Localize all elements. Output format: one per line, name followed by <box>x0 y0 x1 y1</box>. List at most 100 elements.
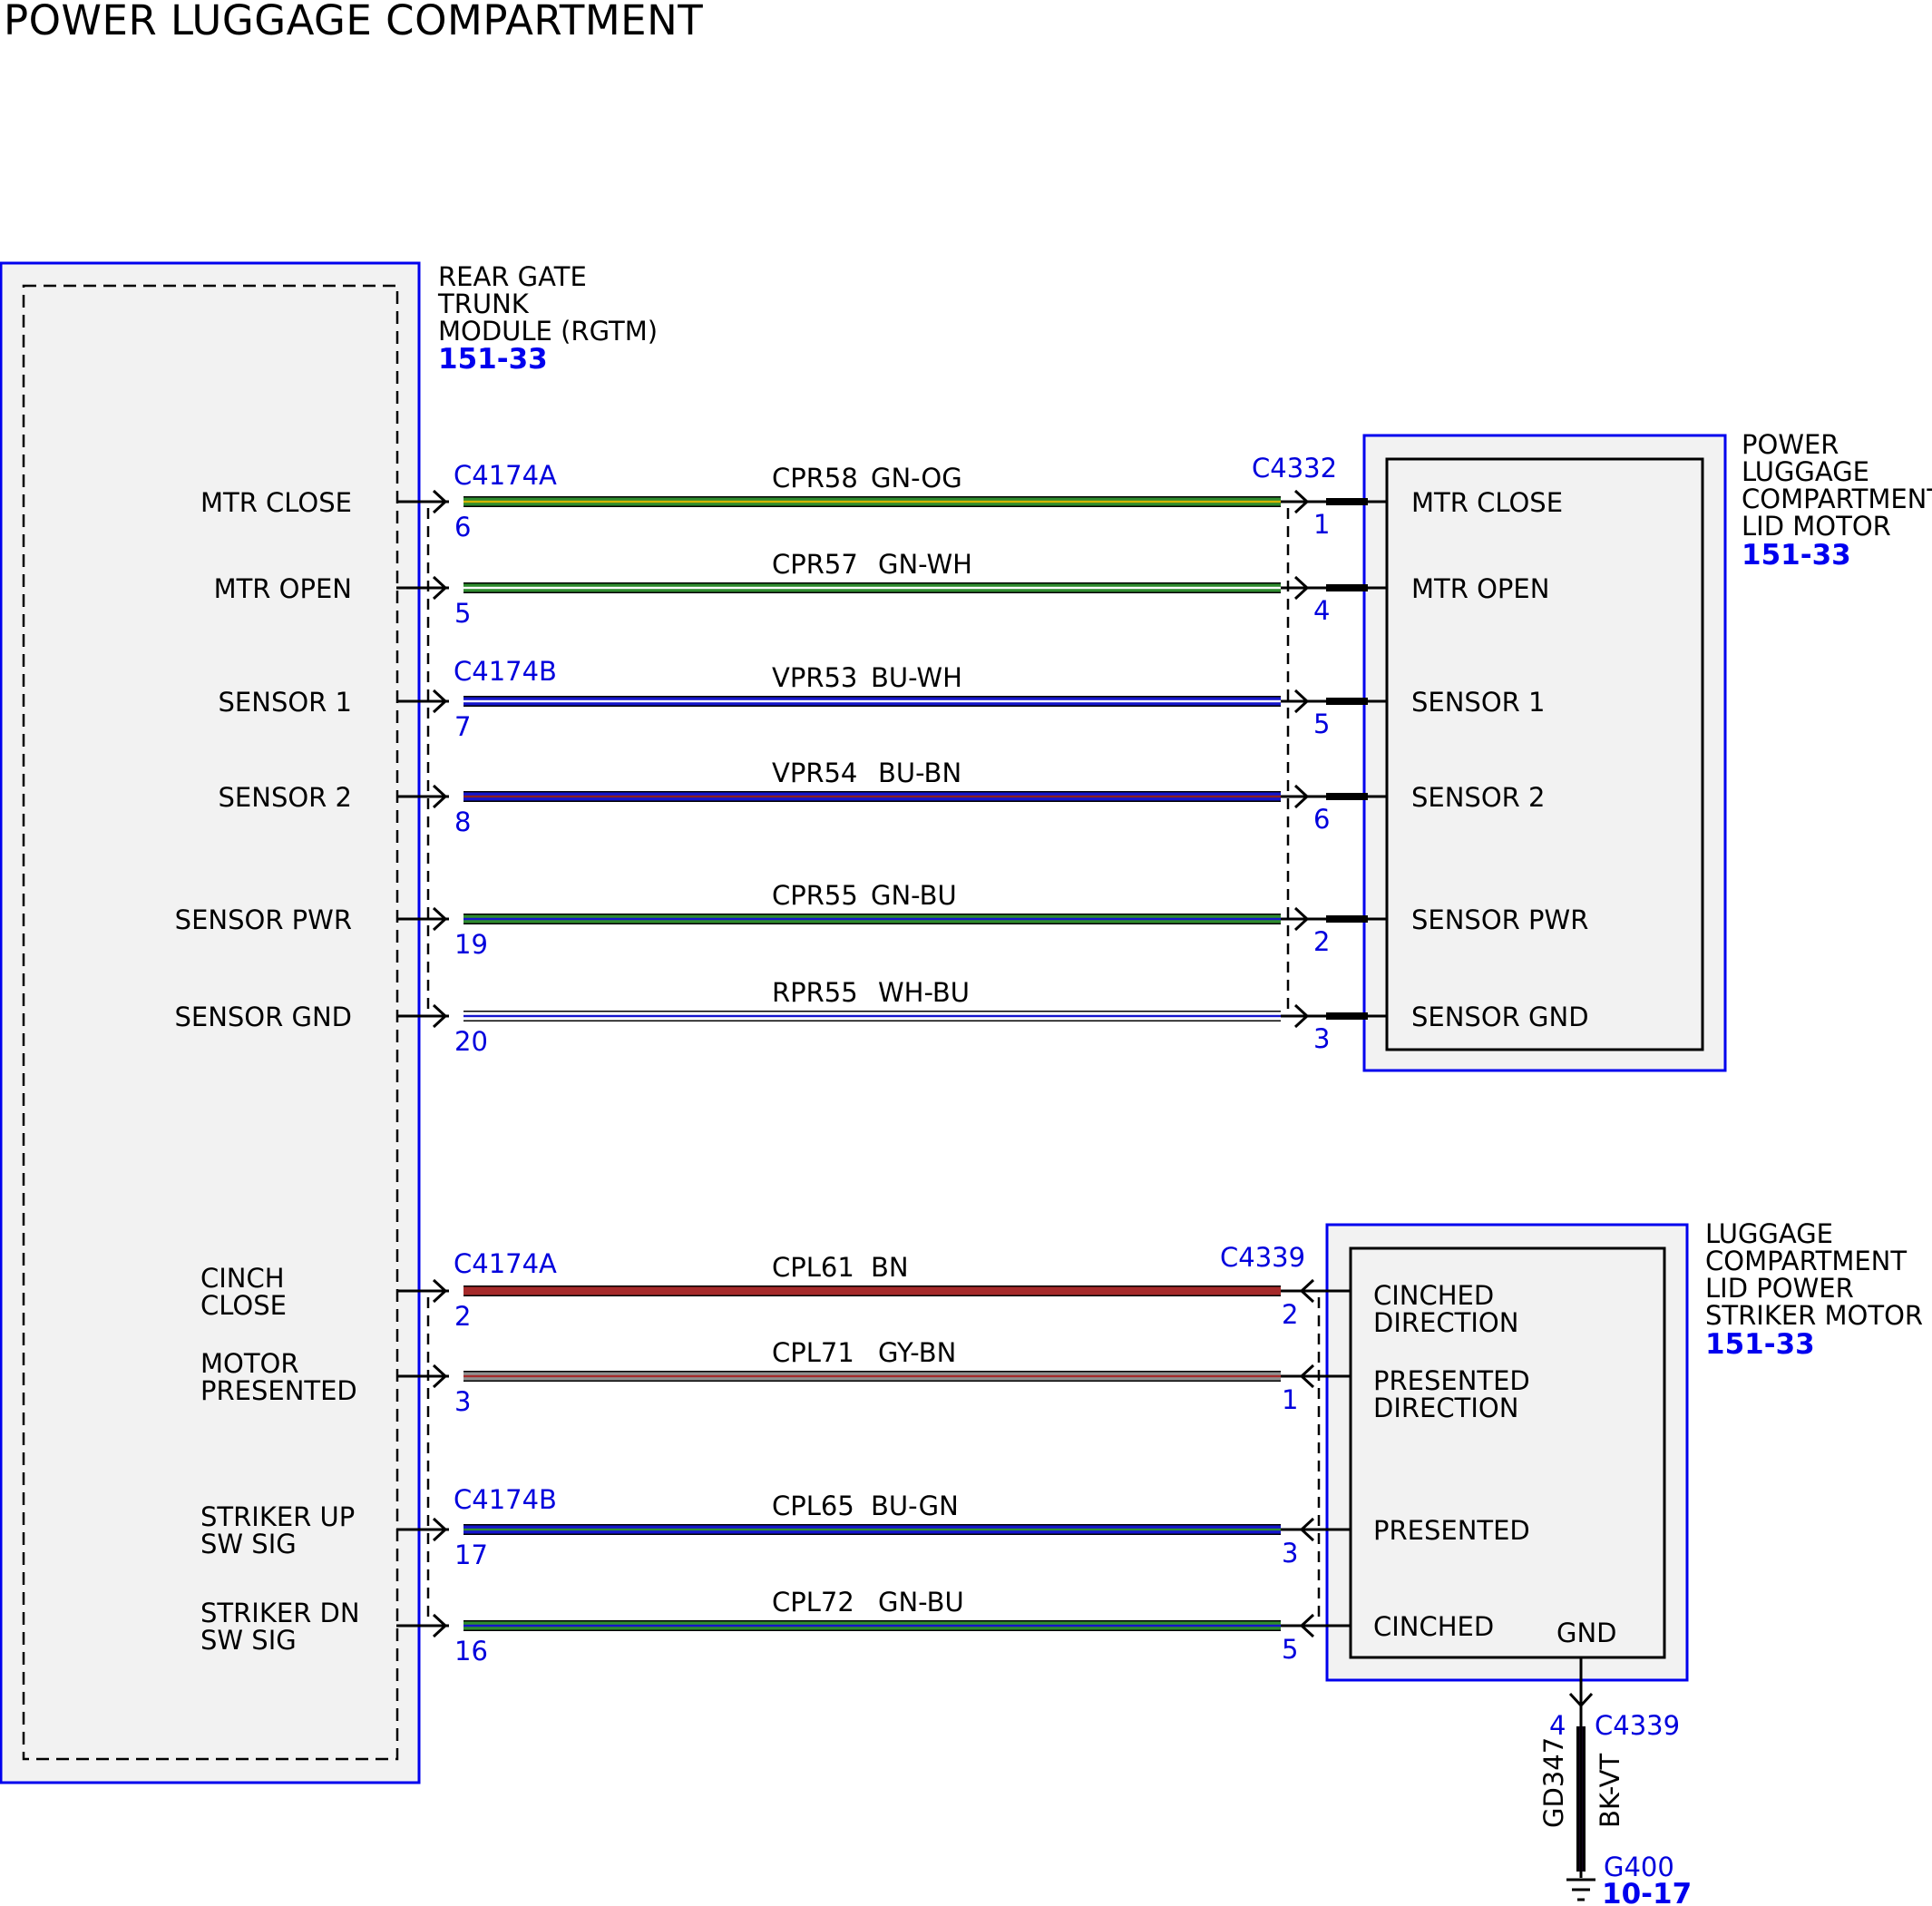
wire-9-left-connector-chevron <box>432 1613 448 1638</box>
wire-5-left-label: SENSOR GND <box>174 1002 352 1032</box>
rgtm-name-line-3: MODULE (RGTM) <box>438 316 658 347</box>
striker-ref-link[interactable]: 151-33 <box>1705 1328 1815 1361</box>
wire-0-left-label: MTR CLOSE <box>200 487 352 518</box>
wire-1-stripe-color <box>463 586 1281 590</box>
wire-8-right-pin: 3 <box>1282 1538 1298 1569</box>
wire-1-right-connector-chevron <box>1293 575 1310 601</box>
wire-0-right-pin: 1 <box>1313 509 1330 540</box>
motor-name-line-3: COMPARTMENT <box>1742 484 1932 514</box>
page-title: POWER LUGGAGE COMPARTMENT <box>4 0 704 44</box>
wire-5-right-label: SENSOR GND <box>1411 1002 1589 1032</box>
wire-9-circuit-number: CPL72 <box>772 1587 854 1618</box>
ground-id: G400 <box>1604 1852 1674 1882</box>
wire-5-right-pin-block <box>1326 1012 1368 1020</box>
motor-ref-link[interactable]: 151-33 <box>1742 539 1851 572</box>
wire-2-left-pin: 7 <box>454 711 471 742</box>
wire-2-left-label: SENSOR 1 <box>219 687 352 718</box>
wire-1-circuit-number: CPR57 <box>772 549 858 580</box>
wire-7-left-connector-chevron <box>432 1364 448 1389</box>
connector-bodies <box>426 508 1321 1624</box>
wire-2-circuit-number: VPR53 <box>772 662 857 693</box>
wire-1-color-code: GN-WH <box>878 549 972 580</box>
wire-2-right-label: SENSOR 1 <box>1411 687 1545 718</box>
wire-9-left-label-line-1: STRIKER DN <box>200 1598 360 1628</box>
wire-7-stripe-color <box>463 1374 1281 1378</box>
wire-7-left-label-line-2: PRESENTED <box>200 1375 357 1406</box>
wire-0-right-connector-chevron <box>1293 489 1310 514</box>
connector-c4174b-top: C4174B <box>454 656 557 687</box>
lid-motor-component[interactable] <box>1362 434 1727 1072</box>
wire-9-right-pin: 5 <box>1282 1634 1298 1665</box>
wire-6-right-label-line-2: DIRECTION <box>1373 1307 1518 1338</box>
wire-9-left-pin: 16 <box>454 1636 488 1667</box>
wire-8-circuit-number: CPL65 <box>772 1491 854 1521</box>
wire-8-left-label-line-2: SW SIG <box>200 1529 297 1559</box>
wire-0-right-label: MTR CLOSE <box>1411 487 1563 518</box>
wire-2-right-connector-chevron <box>1293 689 1310 714</box>
motor-name-line-4: LID MOTOR <box>1742 511 1891 542</box>
wire-1-left-label: MTR OPEN <box>214 573 352 604</box>
connector-names: C4174A C4174B C4332 C4174A C4174B C4339 <box>454 453 1337 1515</box>
rgtm-ref-link[interactable]: 151-33 <box>438 343 548 376</box>
wire-5-color-code: WH-BU <box>878 977 970 1008</box>
wire-4-color-code: GN-BU <box>871 880 957 911</box>
rgtm-module[interactable] <box>0 261 421 1784</box>
wire-1-left-pin: 5 <box>454 598 471 629</box>
wire-3-right-connector-chevron <box>1293 784 1310 809</box>
connector-c4174a-bottom: C4174A <box>454 1248 557 1279</box>
wire-2-color-code: BU-WH <box>871 662 962 693</box>
wire-6-left-label-line-1: CINCH <box>200 1263 285 1294</box>
wire-5-stripe-color <box>463 1014 1281 1018</box>
wire-8-left-label-line-1: STRIKER UP <box>200 1501 355 1532</box>
wire-8-right-connector-chevron <box>1299 1517 1315 1542</box>
wire-3-right-label: SENSOR 2 <box>1411 782 1545 813</box>
rgtm-name-line-2: TRUNK <box>437 288 530 319</box>
wire-2-stripe-color <box>463 699 1281 703</box>
wire-5-right-connector-chevron <box>1293 1003 1310 1029</box>
wire-7-right-connector-chevron <box>1299 1364 1315 1389</box>
wire-8-right-label: PRESENTED <box>1373 1515 1530 1546</box>
wire-0-right-pin-block <box>1326 498 1368 505</box>
striker-name-line-3: LID POWER <box>1705 1273 1854 1304</box>
connector-c4174b-bottom: C4174B <box>454 1484 557 1515</box>
wire-7-right-pin: 1 <box>1282 1384 1298 1415</box>
wire-4-left-label: SENSOR PWR <box>175 904 352 935</box>
striker-name-line-1: LUGGAGE <box>1705 1218 1833 1249</box>
wire-6-left-connector-chevron <box>432 1278 448 1304</box>
striker-name-line-4: STRIKER MOTOR <box>1705 1300 1923 1331</box>
wire-1-right-pin-block <box>1326 584 1368 591</box>
wire-7-right-label-line-1: PRESENTED <box>1373 1365 1530 1396</box>
ground-circuit-number: GD347 <box>1538 1737 1569 1828</box>
wire-0-left-pin: 6 <box>454 512 471 542</box>
ground-pin-label: GND <box>1556 1618 1617 1648</box>
wire-9-stripe-color <box>463 1624 1281 1627</box>
wire-5-left-connector-chevron <box>432 1003 448 1029</box>
wire-8-color-code: BU-GN <box>871 1491 959 1521</box>
ground-pin-number: 4 <box>1549 1710 1566 1741</box>
wire-9-right-label: CINCHED <box>1373 1611 1494 1642</box>
wire-1-right-label: MTR OPEN <box>1411 573 1549 604</box>
wire-4-left-connector-chevron <box>432 906 448 932</box>
wire-4-circuit-number: CPR55 <box>772 880 858 911</box>
wire-6-color-code: BN <box>871 1252 909 1283</box>
wire-6-stripe-color <box>463 1289 1281 1293</box>
wire-3-left-label: SENSOR 2 <box>219 782 352 813</box>
wire-0-left-connector-chevron <box>432 489 448 514</box>
striker-motor-component[interactable] <box>1325 1223 1689 1682</box>
wire-7-right-label-line-2: DIRECTION <box>1373 1393 1518 1423</box>
rgtm-label: REAR GATE TRUNK MODULE (RGTM) 151-33 <box>437 261 658 376</box>
wire-7-left-pin: 3 <box>454 1386 471 1417</box>
connector-c4339: C4339 <box>1220 1242 1305 1273</box>
striker-name-line-2: COMPARTMENT <box>1705 1246 1907 1276</box>
wire-0-stripe-color <box>463 500 1281 503</box>
wire-0-color-code: GN-OG <box>871 463 962 494</box>
wire-6-right-label-line-1: CINCHED <box>1373 1280 1494 1311</box>
wire-9-color-code: GN-BU <box>878 1587 964 1618</box>
wire-2-left-connector-chevron <box>432 689 448 714</box>
ground-ref-link[interactable]: 10-17 <box>1602 1878 1692 1906</box>
wire-4-right-label: SENSOR PWR <box>1411 904 1588 935</box>
wire-1-right-pin: 4 <box>1313 595 1330 626</box>
wire-1-left-connector-chevron <box>432 575 448 601</box>
striker-motor-label: LUGGAGE COMPARTMENT LID POWER STRIKER MO… <box>1705 1218 1923 1361</box>
